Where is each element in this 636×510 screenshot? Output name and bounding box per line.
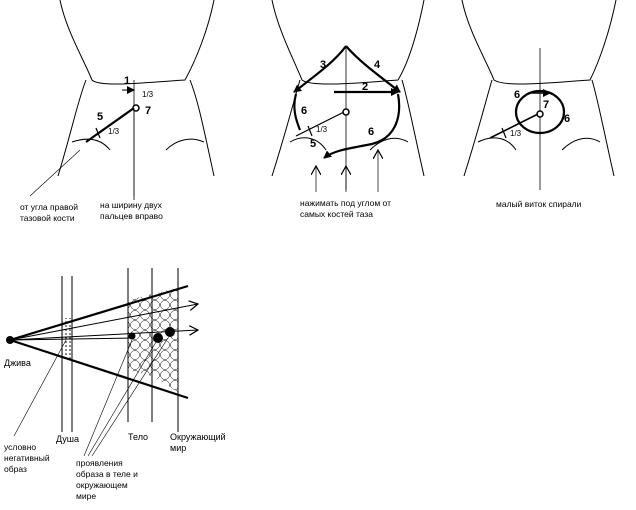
- third-tick: [95, 127, 101, 139]
- navel-point: [132, 104, 140, 112]
- caption-left-2: тазовой кости: [20, 213, 75, 223]
- caption: малый виток спирали: [496, 199, 582, 209]
- label-2: 2: [362, 81, 368, 93]
- panel-projection: Джива Душа Тело Окружающий мир условно н…: [4, 268, 226, 501]
- pelvis-right-outline: [591, 79, 615, 177]
- iliac-crest-right: [165, 138, 205, 151]
- manifest-point-body: [128, 332, 136, 340]
- iliac-crest-right: [561, 137, 601, 151]
- navel-point: [342, 108, 350, 116]
- torso-outline: [461, 0, 617, 85]
- label-third-b: 1/3: [108, 127, 120, 136]
- panel-torso-3: 6 7 6 1/3 малый виток спирали: [461, 0, 617, 209]
- label-4: 4: [374, 59, 381, 71]
- torso-outline: [271, 0, 425, 85]
- label-6-right: 6: [368, 126, 374, 138]
- iliac-crest-left: [71, 138, 111, 151]
- ray-upper: [9, 304, 198, 341]
- iliac-crest-right: [369, 137, 409, 151]
- iliac-crest-left: [289, 137, 327, 151]
- manifest-point-world-b: [165, 327, 175, 337]
- label-negative-3: образ: [4, 464, 27, 474]
- pelvis-right-outline: [401, 79, 425, 177]
- label-1: 1: [124, 75, 130, 87]
- step-5-line: [295, 111, 345, 137]
- body-layer-fill: [128, 294, 152, 376]
- caption-2: самых костей таза: [300, 209, 373, 219]
- label-jiva: Джива: [4, 358, 31, 368]
- label-7: 7: [145, 105, 151, 117]
- leader-manifest-2: [87, 341, 157, 457]
- leader-manifest-1: [83, 339, 133, 457]
- caption-right-1: на ширину двух: [100, 200, 163, 210]
- label-7: 7: [543, 99, 549, 111]
- label-3: 3: [320, 59, 326, 71]
- label-6-right: 6: [564, 113, 570, 125]
- label-dusha: Душа: [56, 434, 79, 444]
- cone-upper-edge: [9, 284, 189, 342]
- leader-negative: [13, 339, 67, 437]
- panel-torso-1: 1 1/3 7 5 1/3 от угла правой тазовой кос…: [20, 0, 215, 223]
- pelvis-left-outline: [57, 79, 87, 177]
- caption-right-2: пальцев вправо: [100, 211, 163, 221]
- step-3-arrow: [293, 45, 347, 93]
- leader-manifest-3: [91, 337, 169, 457]
- label-manifest-1: проявления: [76, 458, 123, 468]
- label-third-a: 1/3: [142, 90, 154, 99]
- label-5: 5: [97, 111, 103, 123]
- label-manifest-2: образа в теле и: [76, 469, 138, 479]
- label-6-left: 6: [301, 105, 307, 117]
- label-telo: Тело: [128, 432, 148, 442]
- world-layer-fill: [152, 288, 178, 392]
- label-third: 1/3: [510, 129, 522, 138]
- label-negative-1: условно: [4, 442, 36, 452]
- label-world-1: Окружающий: [170, 432, 226, 442]
- step-6-left-arrow: [293, 93, 302, 131]
- pelvis-right-outline: [189, 79, 215, 177]
- caption-1: нажимать под углом от: [300, 198, 391, 208]
- label-world-2: мир: [170, 443, 186, 453]
- pelvis-left-outline: [463, 79, 493, 177]
- caption-left-1: от угла правой: [20, 202, 78, 212]
- label-manifest-4: мире: [76, 491, 96, 501]
- step-4-arrow: [345, 45, 401, 93]
- step-5-line: [85, 107, 135, 143]
- ray-center: [9, 337, 133, 341]
- panel-torso-2: 3 4 2 6 1/3 5 6 нажимать под углом от са…: [271, 0, 425, 219]
- third-tick: [307, 125, 313, 137]
- label-third: 1/3: [316, 125, 328, 134]
- third-tick: [501, 127, 507, 139]
- label-manifest-3: окружающем: [76, 480, 128, 490]
- step-line: [489, 113, 539, 139]
- navel-point: [536, 110, 544, 118]
- pointer-left: [29, 149, 81, 197]
- small-spiral-loop: [514, 89, 566, 135]
- label-negative-2: негативный: [4, 453, 50, 463]
- torso-outline: [59, 0, 215, 85]
- jiva-point: [6, 336, 14, 344]
- label-6-top: 6: [514, 89, 520, 101]
- iliac-crest-left: [477, 137, 517, 151]
- cone-lower-edge: [9, 338, 189, 400]
- step-6-right-arrow: [323, 93, 401, 159]
- label-5: 5: [310, 138, 316, 150]
- manifest-point-world-a: [153, 333, 163, 343]
